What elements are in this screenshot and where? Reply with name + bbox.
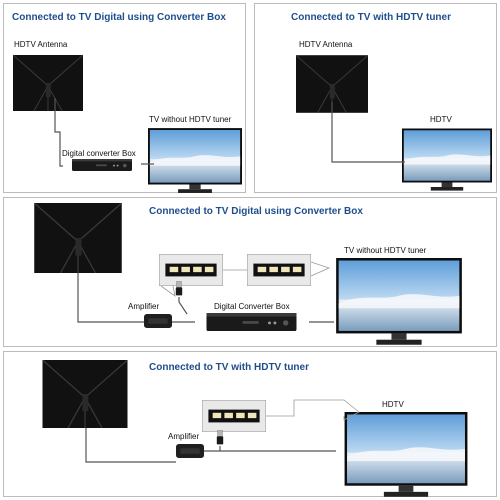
panel-converter-box-middle: Connected to TV Digital using Converter … xyxy=(3,197,497,347)
panel-title: Connected to TV Digital using Converter … xyxy=(12,12,226,23)
tv-label: TV without HDTV tuner xyxy=(344,246,427,255)
converter-box-label: Digital Converter Box xyxy=(214,302,290,311)
panel-title: Connected to TV with HDTV tuner xyxy=(149,362,309,373)
panel-title: Connected to TV with HDTV tuner xyxy=(291,12,451,23)
amplifier-label: Amplifier xyxy=(168,432,200,441)
tv-label: TV without HDTV tuner xyxy=(149,115,232,124)
tv-label: HDTV xyxy=(382,400,404,409)
antenna-label: HDTV Antenna xyxy=(14,40,68,49)
panel-converter-box-top: Connected to TV Digital using Converter … xyxy=(3,3,246,193)
converter-box-label: Digital converter Box xyxy=(62,149,136,158)
cable xyxy=(54,98,154,167)
cable xyxy=(331,102,405,163)
cable xyxy=(77,261,334,323)
tv-label: HDTV xyxy=(430,115,452,124)
amplifier-label: Amplifier xyxy=(128,302,160,311)
panel-title: Connected to TV Digital using Converter … xyxy=(149,206,363,217)
panel-hdtv-tuner-top: Connected to TV with HDTV tuner HDTV Ant… xyxy=(254,3,497,193)
panel-hdtv-tuner-bottom: Connected to TV with HDTV tuner HDTV Amp… xyxy=(3,351,497,497)
antenna-label: HDTV Antenna xyxy=(299,40,353,49)
cable xyxy=(85,399,360,463)
